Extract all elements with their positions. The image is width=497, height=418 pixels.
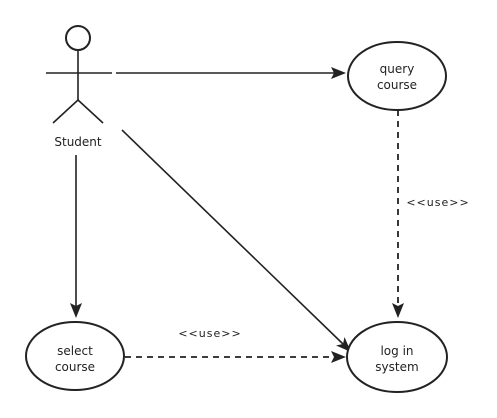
arrowhead [331, 67, 346, 79]
association-student-query-course [116, 67, 346, 79]
arrowhead [331, 351, 346, 363]
actor-student: Student [46, 25, 112, 149]
arrowhead [336, 337, 351, 352]
use-case-query-course: query course [347, 41, 447, 111]
arrowhead [392, 303, 404, 318]
use-relation-select-to-login: <<use>> [125, 327, 346, 363]
use-case-label-line1: select [57, 344, 93, 358]
stereotype-label: <<use>> [406, 196, 469, 209]
use-case-ellipse [346, 321, 448, 393]
use-case-label-line2: course [55, 360, 95, 374]
use-relation-query-to-login: <<use>> [392, 110, 469, 318]
actor-label: Student [54, 135, 102, 149]
actor-head [65, 25, 91, 51]
association-student-log-in-system [121, 129, 351, 352]
use-case-select-course: select course [25, 321, 125, 391]
use-case-label-line2: course [377, 78, 417, 92]
use-case-label-line2: system [375, 360, 418, 374]
use-case-log-in-system: log in system [346, 321, 448, 393]
association-student-select-course [70, 155, 82, 318]
use-case-ellipse [25, 321, 125, 391]
stereotype-label: <<use>> [178, 327, 241, 340]
use-case-label-line1: query [380, 62, 415, 76]
use-case-label-line1: log in [380, 344, 413, 358]
arrowhead [70, 303, 82, 318]
actor-left-leg [52, 99, 79, 124]
association-line [121, 129, 344, 345]
actor-right-leg [77, 99, 104, 124]
use-case-ellipse [347, 41, 447, 111]
